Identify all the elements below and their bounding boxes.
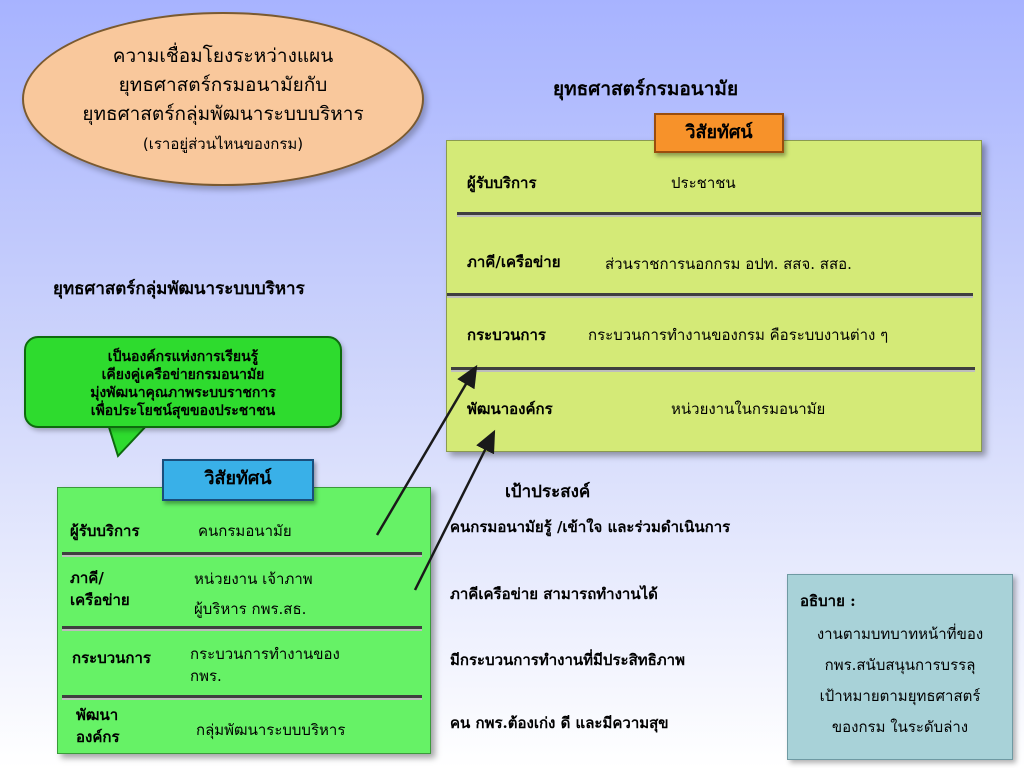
row-value: กระบวนการทำงานของกรม คือระบบงานต่าง ๆ	[588, 326, 889, 344]
callout-line: เคียงคู่เครือข่ายกรมอนามัย	[101, 367, 265, 383]
row-label: ภาคี/เครือข่าย	[467, 253, 561, 271]
row-label: กระบวนการ	[72, 649, 151, 667]
row-divider	[62, 626, 422, 629]
row-label-line: พัฒนา	[76, 706, 119, 724]
group-vision-box: ผู้รับบริการ คนกรมอนามัย ภาคี/ เครือข่าย…	[57, 487, 431, 754]
row-label-line: เครือข่าย	[70, 591, 130, 609]
row-label: พัฒนาองค์กร	[467, 400, 553, 418]
callout-line: มุ่งพัฒนาคุณภาพระบบราชการ	[90, 385, 276, 401]
row-label-line: ภาคี/	[70, 569, 104, 587]
row-divider	[62, 695, 422, 698]
row-label: กระบวนการ	[467, 326, 546, 344]
row-label: พัฒนา องค์กร	[76, 704, 120, 748]
row-divider	[62, 552, 422, 555]
row-value: หน่วยงานในกรมอนามัย	[671, 400, 826, 418]
row-label: ผู้รับบริการ	[467, 174, 537, 192]
explanation-box: อธิบาย : งานตามบทบาทหน้าที่ของ กพร.สนับส…	[787, 574, 1013, 760]
title-oval: ความเชื่อมโยงระหว่างแผน ยุทธศาสตร์กรมอนา…	[22, 12, 424, 186]
row-value: ส่วนราชการนอกกรม อปท. สสจ. สสอ.	[605, 255, 852, 273]
row-value: ประชาชน	[671, 174, 736, 192]
row-label: ผู้รับบริการ	[70, 522, 140, 540]
row-value: หน่วยงาน เจ้าภาพ ผู้บริหาร กพร.สธ.	[194, 564, 313, 624]
objective-item: คน กพร.ต้องเก่ง ดี และมีความสุข	[450, 714, 669, 732]
dept-vision-tag: วิสัยทัศน์	[654, 113, 784, 153]
explanation-line: งานตามบทบาทหน้าที่ของ	[816, 625, 984, 643]
row-value-line: ผู้บริหาร กพร.สธ.	[194, 600, 307, 618]
row-value: คนกรมอนามัย	[198, 522, 292, 540]
row-value-line: หน่วยงาน เจ้าภาพ	[194, 570, 313, 588]
left-heading: ยุทธศาสตร์กลุ่มพัฒนาระบบบริหาร	[53, 279, 305, 299]
title-line: ยุทธศาสตร์กรมอนามัยกับ	[118, 73, 328, 96]
callout-line: เพื่อประโยชน์สุขของประชาชน	[90, 403, 276, 419]
group-vision-tag: วิสัยทัศน์	[162, 459, 314, 501]
row-value: กลุ่มพัฒนาระบบบริหาร	[196, 721, 346, 739]
objective-item: คนกรมอนามัยรู้ /เข้าใจ และร่วมดำเนินการ	[450, 518, 731, 536]
row-label: ภาคี/ เครือข่าย	[70, 567, 130, 611]
row-value-line: กพร.	[190, 667, 222, 685]
explanation-line: กพร.สนับสนุนการบรรลุ	[824, 656, 976, 674]
callout-line: เป็นองค์กรแห่งการเรียนรู้	[107, 349, 259, 365]
row-value-line: กระบวนการทำงานของ	[190, 645, 340, 663]
explanation-line: ของกรม ในระดับล่าง	[831, 718, 969, 736]
objective-item: ภาคีเครือข่าย สามารถทำงานได้	[450, 585, 658, 603]
right-heading: ยุทธศาสตร์กรมอนามัย	[553, 78, 739, 100]
explanation-title: อธิบาย :	[800, 592, 856, 610]
objectives-heading: เป้าประสงค์	[505, 482, 591, 502]
explanation-line: เป้าหมายตามยุทธศาสตร์	[819, 687, 981, 705]
vision-callout: เป็นองค์กรแห่งการเรียนรู้ เคียงคู่เครือข…	[24, 336, 342, 428]
row-divider	[447, 293, 973, 296]
dept-vision-box: ผู้รับบริการ ประชาชน ภาคี/เครือข่าย ส่วน…	[446, 140, 982, 452]
title-line: ยุทธศาสตร์กลุ่มพัฒนาระบบบริหาร	[82, 102, 364, 125]
row-divider	[457, 212, 981, 215]
row-divider	[451, 367, 975, 370]
title-subtitle: (เราอยู่ส่วนไหนของกรม)	[142, 134, 304, 153]
row-value: กระบวนการทำงานของ กพร.	[190, 643, 340, 687]
row-label-line: องค์กร	[76, 728, 120, 746]
title-line: ความเชื่อมโยงระหว่างแผน	[112, 44, 334, 67]
objective-item: มีกระบวนการทำงานที่มีประสิทธิภาพ	[450, 651, 685, 669]
